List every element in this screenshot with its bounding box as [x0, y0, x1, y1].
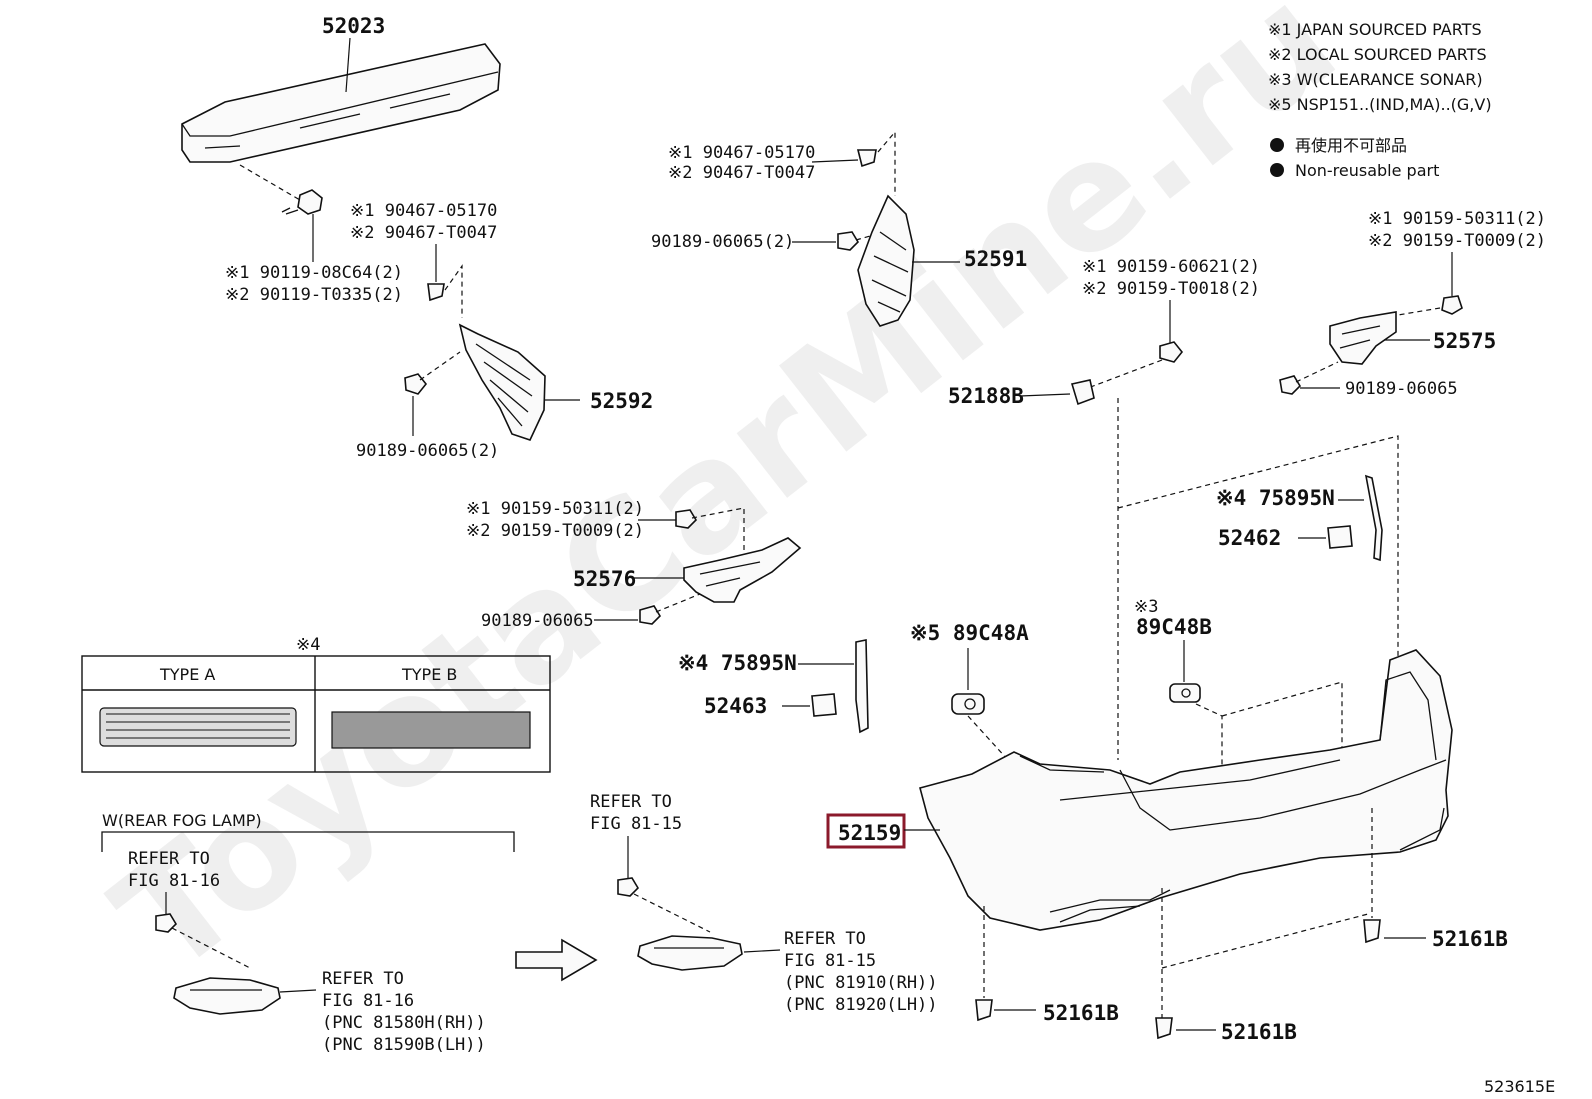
- label-52575-screw: 90189-06065: [1345, 379, 1458, 399]
- type-table: [81, 655, 551, 773]
- clip-icon: [427, 283, 445, 302]
- label-52576: 52576: [573, 567, 636, 591]
- ref15-b-line3: (PNC 81910(RH)): [784, 973, 938, 993]
- legend-note-2: ※2 LOCAL SOURCED PARTS: [1268, 45, 1487, 64]
- bracket-52575[interactable]: [1329, 311, 1397, 365]
- highlight-box-52159: [826, 813, 906, 849]
- reflector-75895N-left[interactable]: [855, 639, 869, 734]
- label-52161B-c: 52161B: [1432, 927, 1508, 951]
- label-52463: 52463: [704, 694, 767, 718]
- clip-52462[interactable]: [1327, 525, 1353, 549]
- clip-52161B-icon: [975, 999, 993, 1022]
- ref15-b-line2: FIG 81-15: [784, 951, 876, 971]
- clip-52161B-icon: [1363, 919, 1381, 944]
- label-screw-5a: ※1 90159-50311(2): [466, 499, 644, 519]
- label-52023: 52023: [322, 14, 385, 38]
- label-75895N-right: ※4 75895N: [1216, 486, 1335, 510]
- label-screw-3b: ※2 90159-T0018(2): [1082, 279, 1260, 299]
- nonreusable-en: Non-reusable part: [1295, 161, 1439, 180]
- screw-icon: [1279, 375, 1302, 395]
- bolt-icon: [281, 189, 323, 215]
- label-clip-1b: ※2 90467-T0047: [350, 223, 497, 243]
- ref15-a-line1: REFER TO: [590, 792, 672, 812]
- retainer-52188B[interactable]: [1070, 379, 1095, 406]
- label-52575: 52575: [1433, 329, 1496, 353]
- legend-note-1: ※1 JAPAN SOURCED PARTS: [1268, 20, 1482, 39]
- ref16-a-line1: REFER TO: [128, 849, 210, 869]
- label-screw-4b: ※2 90159-T0009(2): [1368, 231, 1546, 251]
- bumper-cover-52159[interactable]: [919, 649, 1453, 931]
- ref15-b-line4: (PNC 81920(LH)): [784, 995, 938, 1015]
- sonar-sensor-89C48A[interactable]: [951, 693, 985, 715]
- ref16-b-line3: (PNC 81580H(RH)): [322, 1013, 486, 1033]
- fog-lamp-left[interactable]: [173, 977, 281, 1015]
- screw-icon: [404, 373, 428, 395]
- label-screw-5b: ※2 90159-T0009(2): [466, 521, 644, 541]
- nonreusable-jp: 再使用不可部品: [1295, 136, 1407, 155]
- bracket-52592[interactable]: [458, 323, 546, 441]
- ref16-b-line1: REFER TO: [322, 969, 404, 989]
- bracket-52576[interactable]: [683, 537, 802, 603]
- type-b-header: TYPE B: [401, 665, 457, 684]
- screw-icon: [1159, 341, 1184, 363]
- label-52591-screw: 90189-06065(2): [651, 232, 794, 252]
- clip-icon: [856, 149, 877, 168]
- label-type-note: ※4: [296, 635, 320, 655]
- ref15-b-line1: REFER TO: [784, 929, 866, 949]
- legend-note-3: ※3 W(CLEARANCE SONAR): [1268, 70, 1483, 89]
- label-52161B-b: 52161B: [1221, 1020, 1297, 1044]
- label-52591: 52591: [964, 247, 1027, 271]
- nonreusable-dot-icon: [1270, 163, 1284, 177]
- legend: ※1 JAPAN SOURCED PARTS ※2 LOCAL SOURCED …: [1268, 20, 1492, 180]
- screw-icon: [837, 231, 860, 251]
- label-52592-screw: 90189-06065(2): [356, 441, 499, 461]
- figure-id: 523615E: [1484, 1077, 1555, 1096]
- label-52576-screw: 90189-06065: [481, 611, 594, 631]
- reinforcement-beam-52023[interactable]: [181, 43, 501, 163]
- ref16-b-line2: FIG 81-16: [322, 991, 414, 1011]
- label-bolt-1b: ※2 90119-T0335(2): [225, 285, 403, 305]
- label-bolt-1a: ※1 90119-08C64(2): [225, 263, 403, 283]
- screw-icon: [1441, 295, 1463, 315]
- sonar-sensor-89C48B[interactable]: [1169, 683, 1201, 703]
- reflector-75895N-right[interactable]: [1364, 474, 1383, 562]
- label-52161B-a: 52161B: [1043, 1001, 1119, 1025]
- bracket-52591[interactable]: [857, 194, 915, 327]
- label-89C48B: 89C48B: [1136, 615, 1212, 639]
- label-screw-3a: ※1 90159-60621(2): [1082, 257, 1260, 277]
- ref16-a-line2: FIG 81-16: [128, 871, 220, 891]
- ref15-a-line2: FIG 81-15: [590, 814, 682, 834]
- screw-icon: [639, 605, 662, 625]
- nonreusable-dot-icon: [1270, 138, 1284, 152]
- label-clip-1a: ※1 90467-05170: [350, 201, 497, 221]
- label-clip-2b: ※2 90467-T0047: [668, 163, 815, 183]
- label-52462: 52462: [1218, 526, 1281, 550]
- type-a-header: TYPE A: [159, 665, 215, 684]
- label-75895N-left: ※4 75895N: [678, 651, 797, 675]
- ref16-b-line4: (PNC 81590B(LH)): [322, 1035, 486, 1055]
- screw-icon: [617, 877, 640, 897]
- screw-icon: [675, 509, 698, 529]
- clip-52463[interactable]: [811, 693, 837, 717]
- label-clip-2a: ※1 90467-05170: [668, 143, 815, 163]
- label-52592: 52592: [590, 389, 653, 413]
- fog-lamp-title: W(REAR FOG LAMP): [102, 811, 262, 830]
- label-screw-4a: ※1 90159-50311(2): [1368, 209, 1546, 229]
- label-89C48B-note: ※3: [1134, 597, 1158, 617]
- label-52188B: 52188B: [948, 384, 1024, 408]
- legend-note-4: ※5 NSP151..(IND,MA)..(G,V): [1268, 95, 1492, 114]
- label-52159: 52159: [838, 821, 901, 845]
- arrow-right-icon: [515, 938, 598, 982]
- fog-lamp-right[interactable]: [637, 935, 743, 971]
- clip-52161B-icon: [1155, 1017, 1173, 1040]
- label-89C48A: ※5 89C48A: [910, 621, 1029, 645]
